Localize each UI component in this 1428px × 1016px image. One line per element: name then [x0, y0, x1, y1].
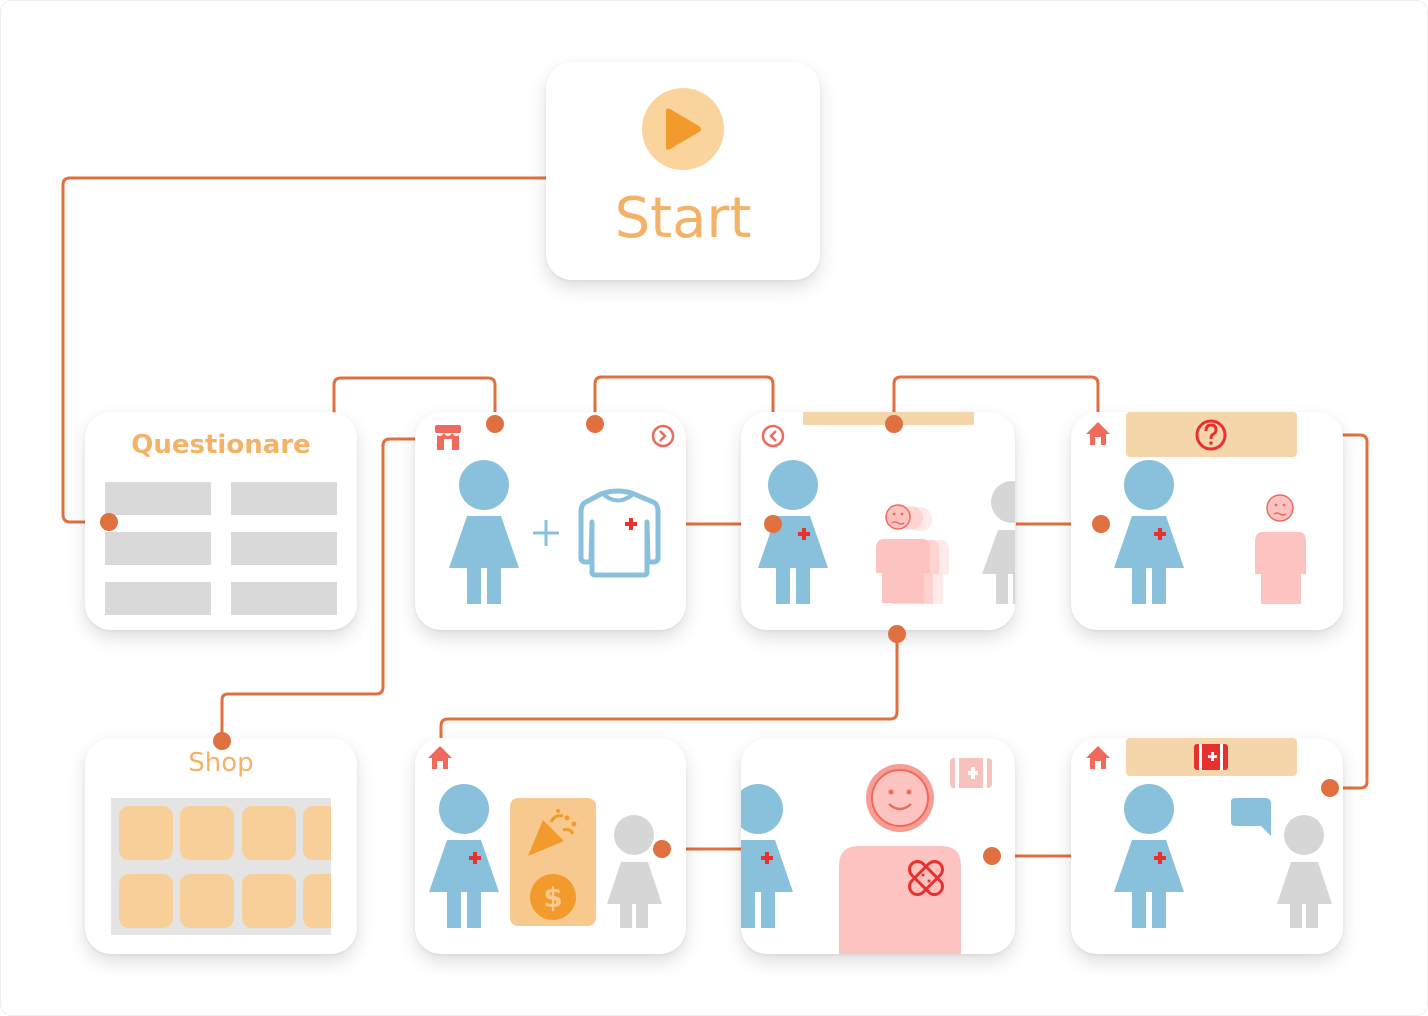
bystander-icon — [982, 481, 1015, 604]
questionnaire-title: Questionare — [131, 430, 311, 460]
plus-icon — [533, 520, 559, 546]
first-aid-kit-icon[interactable] — [950, 758, 992, 788]
first-aid-kit-icon[interactable] — [1194, 744, 1228, 770]
start-label: Start — [614, 186, 752, 251]
reward-scene: $ — [428, 746, 662, 928]
questionnaire-grid — [105, 482, 337, 615]
smiley-face-icon — [866, 764, 934, 832]
shop-item[interactable] — [119, 874, 173, 928]
shop-item[interactable] — [180, 874, 234, 928]
bystander-icon — [1277, 815, 1332, 928]
bandage-icon — [908, 860, 944, 896]
bystander-icon — [607, 815, 662, 928]
form-field — [105, 532, 211, 565]
dialog-scene — [1086, 738, 1332, 928]
shop-uniform-card[interactable] — [415, 412, 686, 630]
dollar-coin-icon: $ — [530, 874, 576, 920]
question-scene — [1086, 412, 1306, 604]
sad-face-icon — [1266, 494, 1294, 522]
next-arrow-icon[interactable] — [651, 424, 675, 448]
person-icon — [1114, 460, 1184, 604]
shop-card[interactable]: Shop — [85, 738, 357, 954]
person-icon — [741, 784, 793, 928]
form-field — [231, 582, 337, 615]
encounter-scene — [758, 412, 1015, 604]
form-field — [105, 482, 211, 515]
shop-item[interactable] — [119, 806, 173, 860]
person-icon — [758, 460, 828, 604]
back-arrow-icon[interactable] — [761, 424, 785, 448]
sad-face-icon — [885, 504, 911, 530]
patient-icon — [1255, 494, 1306, 604]
form-field — [105, 582, 211, 615]
svg-text:$: $ — [543, 881, 562, 914]
start-card[interactable]: Start — [546, 62, 820, 280]
healed-card[interactable] — [741, 738, 1015, 954]
shop-items-grid — [111, 798, 357, 935]
questionnaire-card[interactable]: Questionare — [85, 412, 357, 630]
shop-item[interactable] — [242, 806, 296, 860]
home-icon[interactable] — [428, 746, 452, 769]
patient-body — [839, 846, 961, 954]
shop-item[interactable] — [242, 874, 296, 928]
shop-uniform-scene — [435, 424, 675, 604]
home-icon[interactable] — [1086, 422, 1110, 445]
patient-icon — [876, 504, 949, 604]
play-icon[interactable] — [546, 62, 820, 280]
person-icon — [1114, 784, 1184, 928]
dialog-card[interactable] — [1071, 738, 1343, 954]
uniform-shirt-icon — [578, 488, 661, 578]
question-card[interactable] — [1071, 412, 1343, 630]
form-field — [231, 482, 337, 515]
form-field — [231, 532, 337, 565]
person-icon — [429, 784, 499, 928]
question-icon[interactable] — [1195, 419, 1227, 451]
shop-item[interactable] — [180, 806, 234, 860]
speech-bubble-icon — [1231, 798, 1271, 836]
shop-icon[interactable] — [435, 425, 461, 450]
healed-scene — [741, 758, 992, 954]
party-popper-icon — [528, 809, 577, 856]
home-icon[interactable] — [1086, 746, 1110, 769]
title-banner — [803, 412, 974, 425]
encounter-card[interactable] — [741, 412, 1015, 630]
reward-card[interactable]: $ — [415, 738, 686, 954]
person-icon — [449, 460, 519, 604]
shop-title: Shop — [188, 748, 254, 778]
